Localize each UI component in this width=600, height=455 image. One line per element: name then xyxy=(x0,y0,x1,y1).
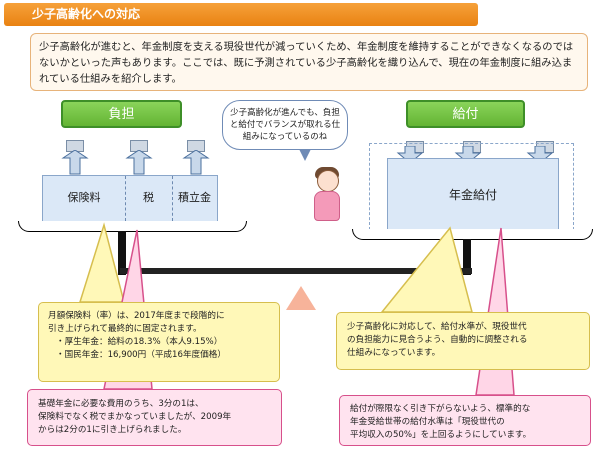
benefit-label-text: 給付 xyxy=(452,107,479,122)
intro-box: 少子高齢化が進むと、年金制度を支える現役世代が減っていくため、年金制度を維持する… xyxy=(30,33,588,91)
person-icon xyxy=(314,191,340,221)
benefit-level-line-3: 仕組みになっています。 xyxy=(347,348,441,358)
benefit-level-line-2: の負担能力に見合うよう、自動的に調整される xyxy=(347,335,528,345)
left-stand xyxy=(118,231,126,275)
burden-item-tax: 税 xyxy=(125,176,173,221)
burden-up-arrow-3 xyxy=(182,150,210,175)
benefit-guarantee-line-1: 給付が際限なく引き下がらないよう、標準的な xyxy=(350,404,531,414)
speech-tail xyxy=(299,149,311,161)
burden-item-reserve-label: 積立金 xyxy=(178,191,211,204)
burden-up-arrow-2 xyxy=(125,150,153,175)
benefit-panel-label: 年金給付 xyxy=(448,188,497,202)
insurance-rate-line-3: ・厚生年金：給料の18.3%（本人9.15%） xyxy=(56,337,223,347)
burden-label-text: 負担 xyxy=(108,107,135,122)
benefit-label: 給付 xyxy=(406,100,525,128)
burden-item-reserve: 積立金 xyxy=(172,176,217,221)
insurance-rate-line-1: 月額保険料（率）は、2017年度まで段階的に xyxy=(48,311,225,321)
benefit-guarantee-line-3: 平均収入の50%」を上回るようにしています。 xyxy=(350,430,532,440)
insurance-rate-callout: 月額保険料（率）は、2017年度まで段階的に 引き上げられて最終的に固定されます… xyxy=(38,302,280,382)
balance-beam xyxy=(120,268,472,274)
section-title: 少子高齢化への対応 xyxy=(32,7,141,21)
benefit-guarantee-line-2: 年金受給世帯の給付水準は「現役世代の xyxy=(350,417,505,427)
balance-pivot xyxy=(286,286,316,310)
person-head xyxy=(317,170,339,192)
speech-bubble: 少子高齢化が進んでも、負担と給付でバランスが取れる仕組みになっているのね xyxy=(222,100,348,150)
basic-pension-line-1: 基礎年金に必要な費用のうち、3分の1は、 xyxy=(38,399,204,409)
basic-pension-line-2: 保険料でなく税でまかなっていましたが、2009年 xyxy=(38,412,232,422)
burden-up-arrow-1 xyxy=(61,150,89,175)
burden-panel: 保険料 税 積立金 xyxy=(42,175,218,222)
benefit-level-callout: 少子高齢化に対応して、給付水準が、現役世代 の負担能力に見合うよう、自動的に調整… xyxy=(336,312,590,370)
burden-item-tax-label: 税 xyxy=(143,191,154,204)
intro-text: 少子高齢化が進むと、年金制度を支える現役世代が減っていくため、年金制度を維持する… xyxy=(39,41,574,85)
basic-pension-callout: 基礎年金に必要な費用のうち、3分の1は、 保険料でなく税でまかなっていましたが、… xyxy=(27,389,282,446)
burden-item-insurance-label: 保険料 xyxy=(67,191,101,204)
speech-text: 少子高齢化が進んでも、負担と給付でバランスが取れる仕組みになっているのね xyxy=(229,108,341,142)
benefit-level-pointer xyxy=(380,226,473,313)
basic-pension-line-3: からは2分の1に引き上げられました。 xyxy=(38,425,187,435)
insurance-rate-line-4: ・国民年金：16,900円（平成16年度価格） xyxy=(56,350,226,360)
burden-up-arrows xyxy=(61,150,210,175)
right-stand xyxy=(463,239,471,275)
section-header: 少子高齢化への対応 xyxy=(4,3,478,26)
insurance-pointer xyxy=(78,222,125,303)
burden-item-insurance: 保険料 xyxy=(43,176,126,221)
insurance-rate-line-2: 引き上げられて最終的に固定されます。 xyxy=(48,324,202,334)
burden-label: 負担 xyxy=(61,100,182,128)
benefit-level-line-1: 少子高齢化に対応して、給付水準が、現役世代 xyxy=(347,322,527,332)
benefit-guarantee-callout: 給付が際限なく引き下がらないよう、標準的な 年金受給世帯の給付水準は「現役世代の… xyxy=(339,395,591,446)
